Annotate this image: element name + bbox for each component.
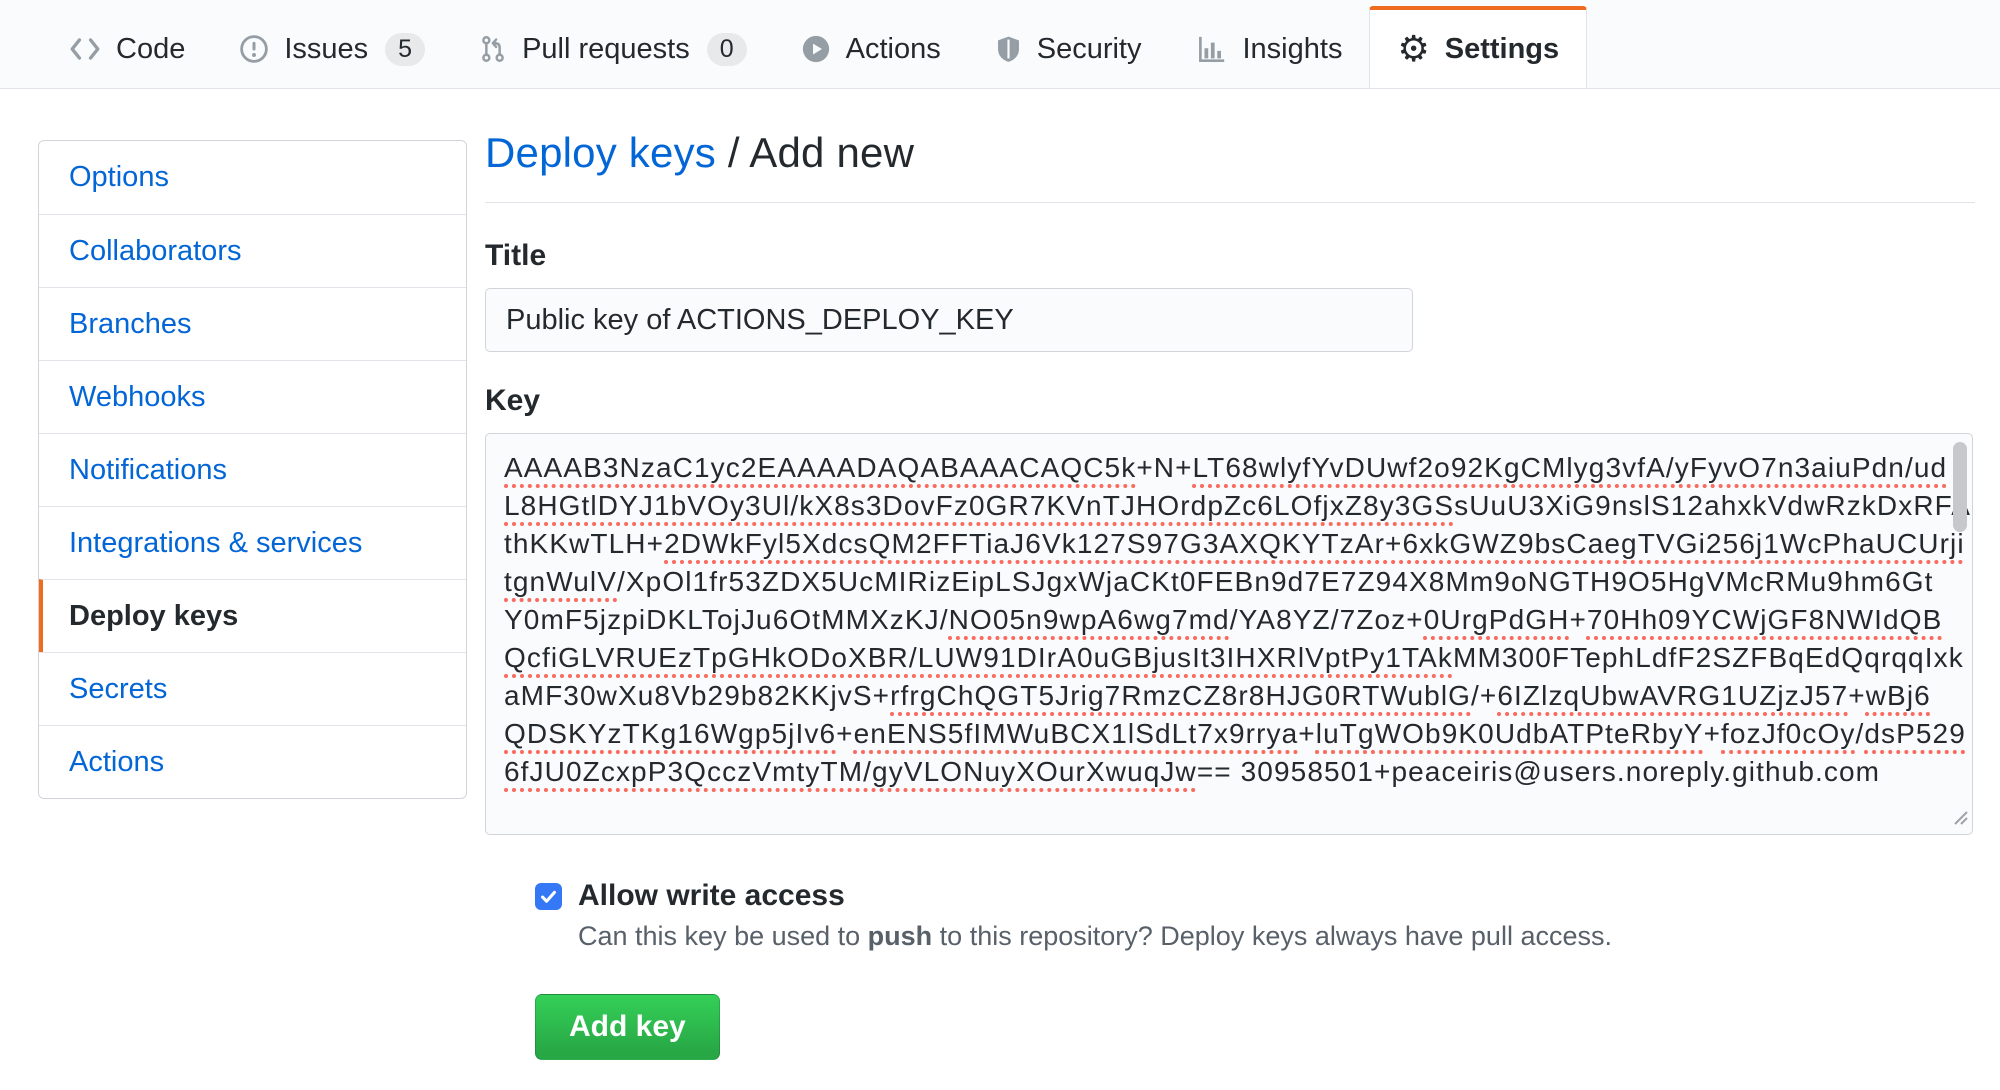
divider: [485, 202, 1975, 203]
key-text-line: 6fJU0ZcxpP3QcczVmtyTM/gyVLONuyXOurXwuqJw…: [504, 756, 1881, 787]
nav-tab-pull-requests[interactable]: Pull requests 0: [452, 10, 774, 88]
page-title: Deploy keys / Add new: [485, 129, 1975, 177]
nav-tab-settings[interactable]: ⚙ Settings: [1369, 6, 1588, 88]
play-icon: [801, 34, 831, 64]
nav-tab-label: Security: [1036, 32, 1142, 65]
key-field-label: Key: [485, 384, 541, 417]
sidebar-item-deploy-keys[interactable]: Deploy keys: [39, 579, 466, 652]
check-icon: [541, 890, 556, 903]
nav-tab-label: Actions: [845, 32, 941, 65]
nav-tab-label: Insights: [1242, 32, 1343, 65]
key-text-line: Y0mF5jzpiDKLTojJu6OtMMXzKJ/NO05n9wpA6wg7…: [504, 604, 1943, 635]
nav-tab-actions[interactable]: Actions: [774, 10, 968, 88]
allow-write-access-label[interactable]: Allow write access: [578, 879, 845, 912]
sidebar-item-secrets[interactable]: Secrets: [39, 652, 466, 725]
breadcrumb-current: / Add new: [727, 129, 915, 176]
gear-icon: ⚙: [1397, 28, 1430, 69]
key-text-line: tgnWulV/XpOl1fr53ZDX5UcMIRizEipLSJgxWjaC…: [504, 566, 1934, 597]
nav-tab-issues[interactable]: Issues 5: [212, 10, 452, 88]
sidebar-item-actions[interactable]: Actions: [39, 725, 466, 798]
nav-tab-label: Issues: [284, 32, 369, 65]
repo-nav: Code Issues 5 Pull requests 0 Actions Security…: [0, 0, 2000, 89]
nav-tab-label: Code: [116, 32, 186, 65]
textarea-scrollbar-thumb[interactable]: [1953, 442, 1967, 532]
code-icon: [69, 37, 101, 61]
issue-opened-icon: [239, 34, 269, 64]
key-text-line: aMF30wXu8Vb29b82KKjvS+rfrgChQGT5Jrig7Rmz…: [504, 680, 1931, 711]
key-text-line: L8HGtlDYJ1bVOy3Ul/kX8s3DovFz0GR7KVnTJHOr…: [504, 490, 1972, 521]
main-panel: Deploy keys / Add new Title Key AAAAB3Nz…: [485, 129, 1975, 1060]
write-access-description: Can this key be used to push to this rep…: [578, 921, 1612, 951]
key-text-line: QDSKYzTKg16Wgp5jIv6+enENS5fIMWuBCX1lSdLt…: [504, 718, 1966, 749]
git-pull-request-icon: [479, 34, 507, 64]
sidebar-item-branches[interactable]: Branches: [39, 287, 466, 360]
nav-tab-label: Settings: [1444, 32, 1560, 65]
key-text-line: QcfiGLVRUEzTpGHkODoXBR/LUW91DIrA0uGBjusI…: [504, 642, 1964, 673]
nav-tab-security[interactable]: Security: [968, 10, 1169, 88]
counter-badge: 0: [706, 32, 747, 66]
shield-icon: [995, 34, 1022, 64]
sidebar-item-notifications[interactable]: Notifications: [39, 433, 466, 506]
nav-tab-insights[interactable]: Insights: [1169, 10, 1370, 88]
nav-tab-label: Pull requests: [522, 32, 690, 65]
graph-icon: [1196, 34, 1228, 64]
title-field-label: Title: [485, 239, 547, 272]
deploy-keys-breadcrumb-link[interactable]: Deploy keys: [485, 129, 716, 176]
textarea-resize-grip-icon[interactable]: [1947, 804, 1969, 831]
counter-badge: 5: [385, 32, 426, 66]
sidebar-item-options[interactable]: Options: [69, 161, 169, 193]
key-text-line: AAAAB3NzaC1yc2EAAAADAQABAAACAQC5k+N+LT68…: [504, 452, 1948, 483]
nav-tab-code[interactable]: Code: [42, 10, 212, 88]
sidebar-item-collaborators[interactable]: Collaborators: [39, 214, 466, 287]
allow-write-access-checkbox[interactable]: [535, 882, 562, 910]
key-text-line: thKKwTLH+2DWkFyl5XdcsQM2FFTiaJ6Vk127S97G…: [504, 528, 1965, 559]
add-key-button[interactable]: Add key: [535, 994, 720, 1060]
sidebar-item-integrations-services[interactable]: Integrations & services: [39, 506, 466, 579]
title-input[interactable]: [485, 288, 1413, 352]
sidebar-item-webhooks[interactable]: Webhooks: [39, 360, 466, 433]
key-textarea[interactable]: AAAAB3NzaC1yc2EAAAADAQABAAACAQC5k+N+LT68…: [485, 433, 1973, 835]
